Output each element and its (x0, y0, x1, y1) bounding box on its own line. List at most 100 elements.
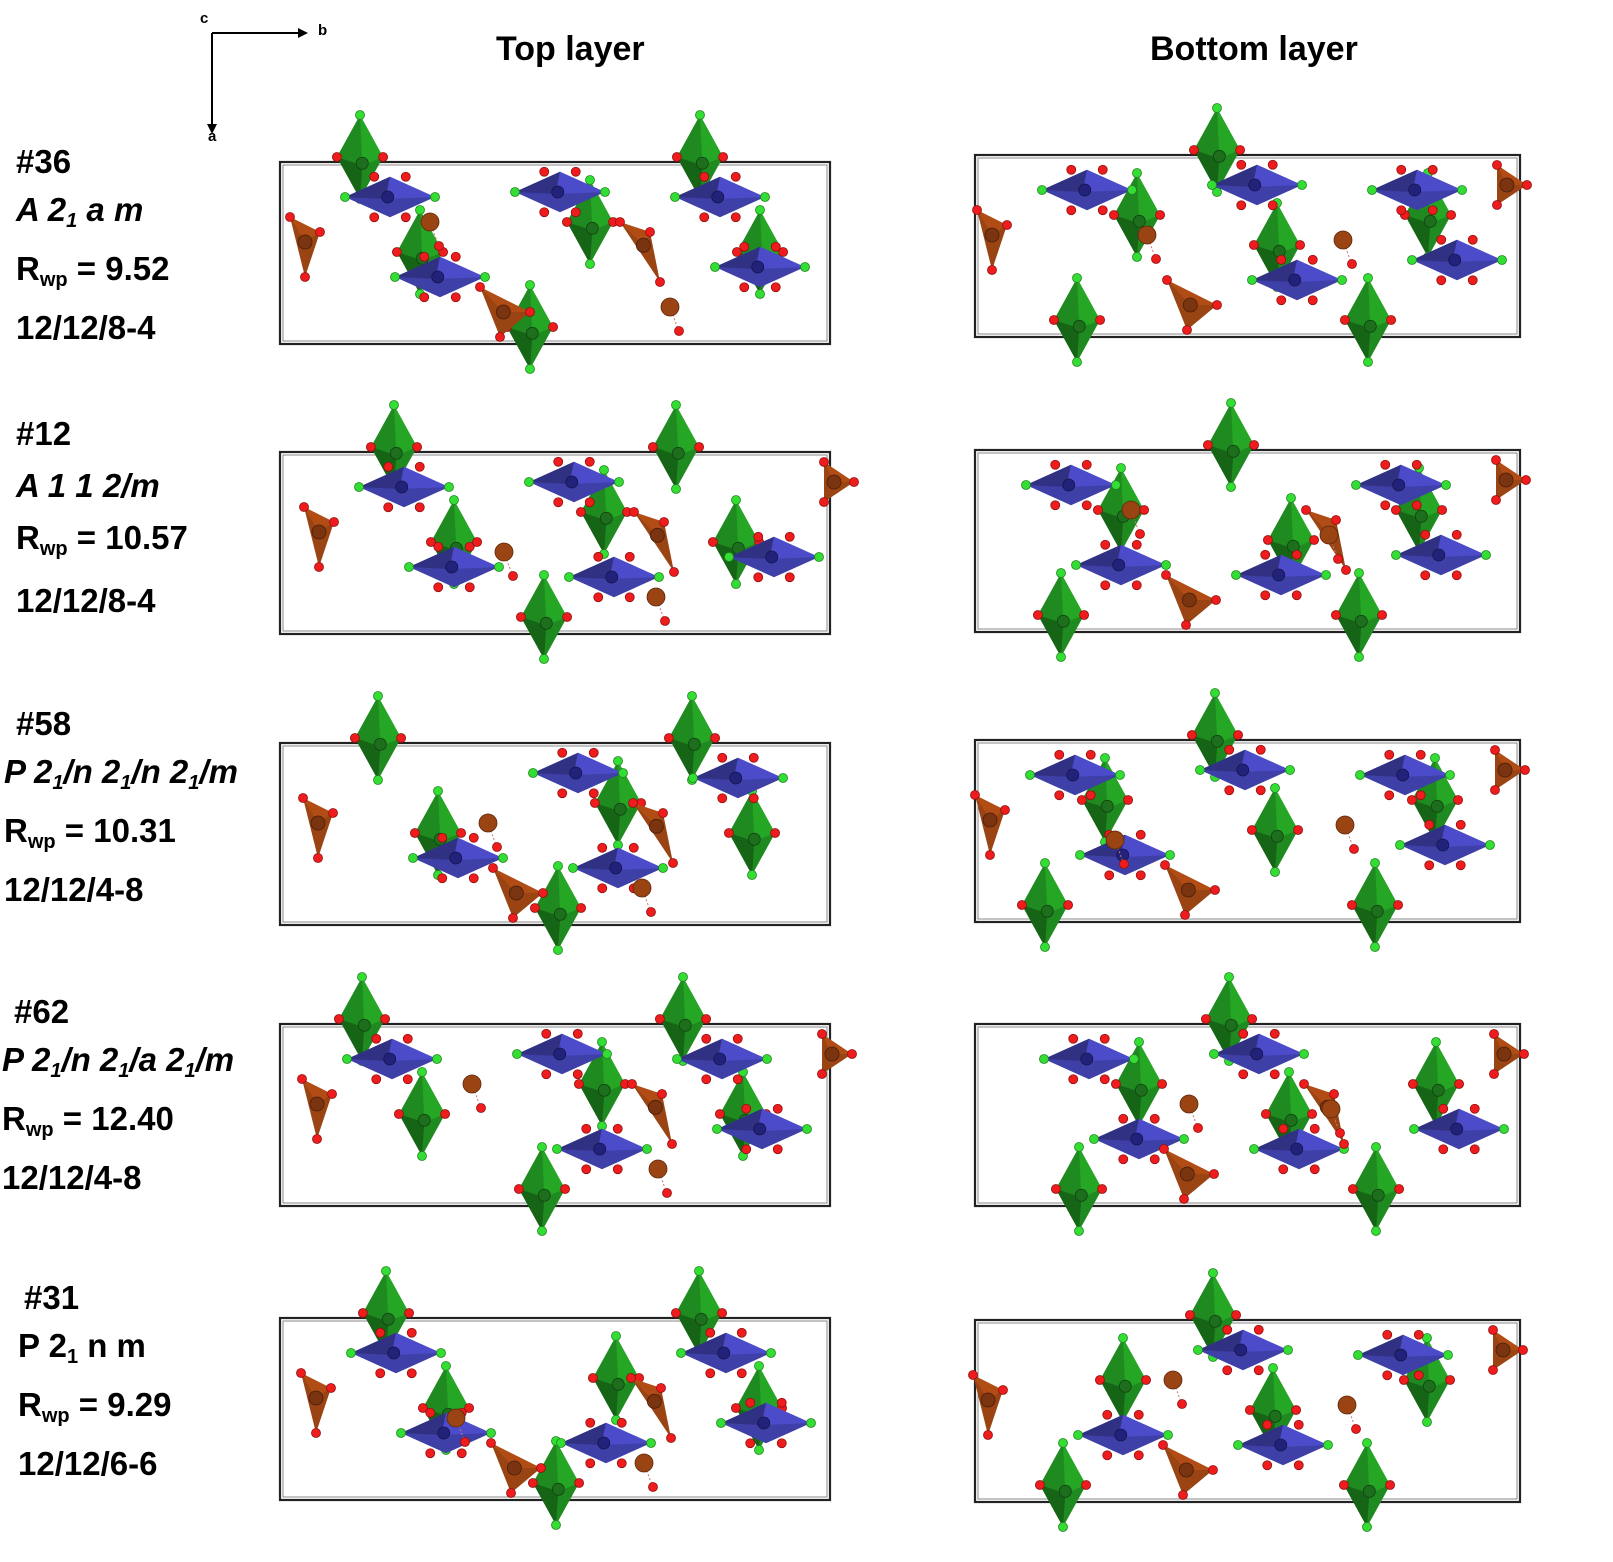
atom (1135, 870, 1146, 881)
atom (748, 793, 759, 804)
unit-cell-box (973, 1318, 1522, 1504)
atom (662, 1188, 672, 1198)
atom (745, 1397, 756, 1408)
atom (1260, 549, 1271, 560)
atom (1457, 185, 1467, 195)
row-label-31: #31 P 21 n m Rwp = 9.29 12/12/6-6 (18, 1274, 171, 1488)
atom (1430, 799, 1444, 813)
atom (694, 442, 705, 452)
atom (1284, 1067, 1294, 1077)
atom (634, 1453, 654, 1473)
atom (1068, 1074, 1079, 1085)
atom (647, 442, 658, 452)
atom (541, 1028, 552, 1039)
atom (1179, 1194, 1189, 1204)
unit-cell-box (973, 738, 1522, 924)
atom (612, 1123, 623, 1134)
atom (1236, 763, 1250, 777)
atom (415, 205, 425, 215)
atom (1354, 614, 1368, 628)
atom (478, 813, 498, 833)
atom (1423, 214, 1437, 228)
atom (1017, 900, 1027, 910)
atom (778, 247, 788, 257)
atom (784, 572, 795, 583)
atom (1161, 570, 1171, 580)
atom (753, 531, 764, 542)
atom (1380, 500, 1391, 511)
atom (445, 560, 459, 574)
atom (1179, 1166, 1195, 1182)
atom (391, 247, 402, 257)
atom (770, 241, 781, 252)
atom (506, 1488, 516, 1498)
atom (529, 903, 540, 913)
atom (285, 212, 295, 222)
atom (1445, 1375, 1455, 1385)
atom (450, 292, 461, 303)
atom (1255, 744, 1266, 755)
atom (1181, 592, 1197, 608)
atom (584, 497, 595, 508)
atom (772, 1144, 783, 1155)
axis-c-label: c (200, 10, 209, 27)
atom (1367, 185, 1377, 195)
atom (751, 260, 765, 274)
atom (1066, 164, 1077, 175)
atom (1238, 1028, 1249, 1039)
atom (548, 322, 559, 332)
atom (488, 863, 498, 873)
atom (1293, 1419, 1304, 1430)
atom (1235, 145, 1246, 155)
atom (402, 1074, 413, 1085)
atom (369, 171, 380, 182)
atom (328, 808, 338, 818)
green-octahedron (1251, 788, 1299, 872)
atom (1321, 1099, 1341, 1119)
atom (525, 364, 535, 374)
atom (701, 1074, 712, 1085)
atom (408, 853, 418, 863)
atom (406, 1327, 417, 1338)
atom (1000, 805, 1010, 815)
atom (814, 552, 824, 562)
atom (1363, 357, 1373, 367)
atom (585, 1458, 596, 1469)
atom (1054, 790, 1065, 801)
atom (1371, 1226, 1381, 1236)
atom (1385, 1480, 1396, 1490)
atom (1260, 1109, 1271, 1119)
atom (296, 1368, 306, 1378)
atom (1453, 795, 1463, 805)
atom (646, 1438, 656, 1448)
atom (1430, 753, 1440, 763)
atom (1118, 1333, 1128, 1343)
structure-id: #36 (16, 143, 72, 180)
atom (1056, 614, 1070, 628)
atom (659, 517, 669, 527)
atom (1002, 220, 1012, 230)
atom (1427, 164, 1438, 175)
atom (1131, 539, 1142, 550)
atom (1108, 210, 1119, 220)
green-octahedron (659, 977, 707, 1061)
atom (671, 152, 682, 162)
atom (508, 885, 524, 901)
atom (1212, 103, 1222, 113)
atom (1249, 440, 1260, 450)
atom (1341, 565, 1351, 575)
atom (1269, 1069, 1280, 1080)
atom (1485, 840, 1495, 850)
atom (1391, 550, 1401, 560)
atom (707, 537, 718, 547)
atom (538, 888, 548, 898)
atom (648, 818, 664, 834)
structure-id: #58 (16, 705, 72, 742)
atom (628, 842, 639, 853)
atom (472, 537, 483, 547)
structure-row-1-top (278, 400, 859, 664)
atom (541, 1069, 552, 1080)
atom (585, 259, 595, 269)
atom (464, 582, 475, 593)
atom (1491, 495, 1501, 505)
